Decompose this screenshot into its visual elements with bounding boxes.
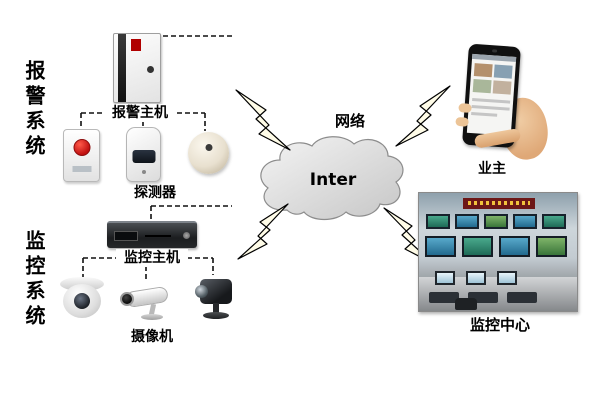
lightning-bolt [395, 85, 451, 147]
dvr-display-panel [114, 231, 138, 241]
phone-statusbar [472, 53, 517, 62]
owner-label: 业主 [478, 161, 506, 177]
ptz-camera [193, 276, 238, 324]
network-label: 网络 [334, 112, 365, 130]
dvr-monitor-host-device [107, 221, 197, 248]
phone-app-thumbnail [493, 64, 513, 79]
monitor-host-label: 监控主机 [116, 249, 188, 267]
control-room-banner [463, 198, 535, 209]
lightning-bolt [237, 203, 289, 260]
monitor-system-label: 监控系统 [22, 230, 46, 330]
phone-text-line [471, 111, 498, 117]
ptz-camera-base [203, 312, 229, 319]
panic-red-button [73, 139, 90, 156]
cameras-label: 摄像机 [131, 329, 173, 345]
phone-app-thumbnail [472, 79, 492, 94]
alarm-host-label: 报警主机 [104, 104, 176, 122]
wall-screen-row-bottom [425, 236, 567, 257]
monitor-screen [499, 236, 530, 257]
operator-chair [455, 298, 477, 310]
bullet-camera [117, 282, 173, 324]
monitor-screen [425, 236, 456, 257]
wall-screen-row-top [426, 214, 566, 229]
ptz-camera-stand [213, 303, 219, 313]
phone-earpiece [492, 49, 498, 53]
monitor-center-label: 监控中心 [469, 316, 530, 334]
desk-screen [497, 271, 517, 285]
console-unit [429, 292, 459, 303]
monitor-screen [455, 214, 479, 229]
dvr-power-button [183, 232, 190, 239]
owner-phone-in-hand [447, 43, 555, 164]
monitoring-center-photo [418, 192, 578, 312]
alarm-box-logo [131, 39, 141, 51]
desk-consoles [429, 292, 537, 303]
lightning-bolt [235, 89, 291, 151]
pir-lens-window [132, 150, 155, 163]
desk-screen [435, 271, 455, 285]
alarm-system-label: 报警系统 [22, 60, 46, 160]
console-unit [468, 292, 498, 303]
phone-screen [466, 53, 517, 136]
ceiling-detector [188, 132, 229, 174]
monitor-screen [542, 214, 566, 229]
ceiling-detector-nub [205, 144, 212, 151]
network-cloud [260, 136, 404, 221]
alarm-host-device [113, 33, 161, 103]
alarm-box-stripe [118, 34, 126, 102]
dome-camera-lens [74, 293, 90, 309]
monitor-screen [426, 214, 450, 229]
ptz-camera-lens [195, 285, 208, 298]
pir-motion-detector [126, 127, 161, 182]
phone-text-line [471, 104, 510, 111]
bullet-camera-lens [120, 292, 134, 306]
hand-fingertip [455, 116, 469, 127]
panic-label-plate [72, 166, 91, 172]
detectors-label: 探测器 [134, 185, 176, 201]
hand-fingertip [458, 103, 472, 113]
monitor-screen [462, 236, 493, 257]
cloud-inter-text: Inter [309, 170, 357, 190]
monitor-screen [513, 214, 537, 229]
phone-app-thumbnail [492, 80, 512, 95]
pir-led [141, 170, 146, 174]
banner-text-marks [468, 201, 530, 205]
dvr-disc-slot [145, 235, 171, 237]
monitor-screen [536, 236, 567, 257]
bullet-camera-base [141, 314, 163, 320]
phone-app-thumbnail [473, 63, 493, 78]
desk-screens [435, 271, 517, 285]
phone-text-line [472, 97, 511, 104]
console-unit [507, 292, 537, 303]
lightning-bolts [235, 85, 451, 265]
monitor-screen [484, 214, 508, 229]
panic-button-detector [63, 129, 100, 182]
desk-screen [466, 271, 486, 285]
dome-camera [58, 277, 106, 323]
alarm-box-keyhole [147, 66, 154, 73]
